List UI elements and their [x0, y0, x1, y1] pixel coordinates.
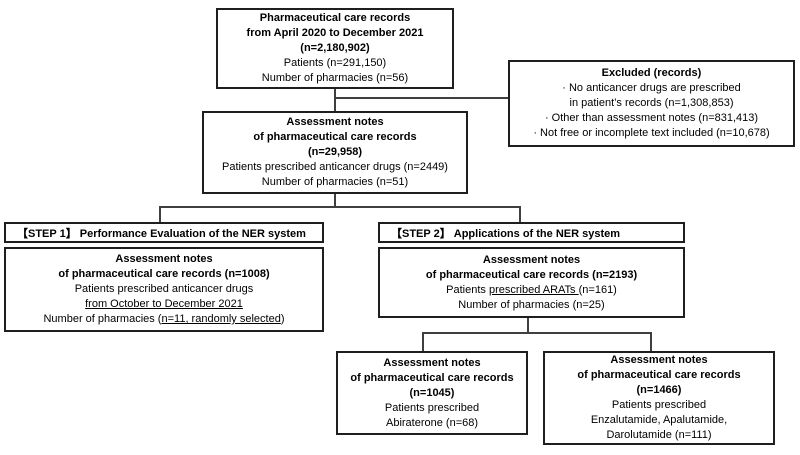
step2-count: of pharmaceutical care records (n=2193)	[425, 268, 638, 281]
step2-patients: Patients prescribed ARATs (n=161)	[382, 283, 681, 298]
excluded-item-no-anticancer: · No anticancer drugs are prescribed	[562, 82, 741, 94]
step1-box: Assessment notes of pharmaceutical care …	[4, 247, 324, 332]
excluded-box: Excluded (records) · No anticancer drugs…	[508, 60, 795, 147]
step1-header-box: 【STEP 1】 Performance Evaluation of the N…	[4, 222, 324, 243]
connector-split-bottom	[422, 332, 652, 334]
source-patients-count: Patients (n=291,150)	[283, 57, 387, 69]
assessment-count: (n=29,958)	[307, 146, 363, 158]
step1-pharmacies-underlined: n=11, randomly selected	[161, 313, 281, 325]
assessment-pharmacies-count: Number of pharmacies (n=51)	[261, 176, 409, 188]
arat-count: (n=1466)	[636, 384, 682, 396]
step1-period: from October to December 2021	[85, 298, 243, 310]
step1-header-label: 【STEP 1】 Performance Evaluation of the N…	[17, 227, 306, 240]
excluded-item-no-anticancer-cont: in patient’s records (n=1,308,853)	[569, 97, 734, 109]
connector-to-arat	[650, 332, 652, 352]
abiraterone-title: Assessment notes	[383, 356, 481, 369]
connector-to-excluded	[335, 97, 508, 99]
source-records-title: Pharmaceutical care records	[259, 12, 411, 24]
connector-step2-down	[527, 317, 529, 334]
step1-pharmacies-suffix: )	[280, 313, 285, 325]
assessment-patients-count: Patients prescribed anticancer drugs (n=…	[222, 161, 448, 173]
assessment-title: Assessment notes	[286, 116, 384, 128]
abiraterone-patients-line1: Patients prescribed	[384, 401, 480, 414]
excluded-item-other-notes: · Other than assessment notes (n=831,413…	[544, 112, 759, 124]
step2-box: Assessment notes of pharmaceutical care …	[378, 247, 685, 318]
arat-patients-line3: Darolutamide (n=111)	[606, 429, 712, 441]
step1-patients: Patients prescribed anticancer drugs	[74, 283, 254, 295]
connector-assessment-down	[334, 193, 336, 208]
arat-patients-line1: Patients prescribed	[611, 399, 707, 411]
source-records-count: (n=2,180,902)	[300, 42, 370, 54]
source-records-box: Pharmaceutical care records from April 2…	[216, 8, 454, 89]
arat-subtitle: of pharmaceutical care records	[577, 369, 741, 381]
assessment-notes-box: Assessment notes of pharmaceutical care …	[202, 111, 468, 194]
arat-drugs-box: Assessment notes of pharmaceutical care …	[543, 351, 775, 445]
step2-header-box: 【STEP 2】 Applications of the NER system	[378, 222, 685, 243]
step2-pharmacies: Number of pharmacies (n=25)	[458, 298, 605, 311]
abiraterone-box: Assessment notes of pharmaceutical care …	[336, 351, 528, 435]
arat-patients-line2: Enzalutamide, Apalutamide,	[590, 414, 728, 426]
step2-title: Assessment notes	[482, 253, 581, 266]
connector-to-step1	[159, 206, 161, 223]
connector-to-step2	[519, 206, 521, 223]
arat-title: Assessment notes	[610, 354, 708, 366]
source-pharmacies-count: Number of pharmacies (n=56)	[261, 72, 409, 84]
connector-split-step1-step2	[159, 206, 521, 208]
step2-patients-underlined: prescribed ARATs	[488, 283, 579, 296]
step1-pharmacies: Number of pharmacies (n=11, randomly sel…	[8, 312, 320, 327]
connector-source-to-assessment	[334, 88, 336, 113]
abiraterone-subtitle: of pharmaceutical care records	[350, 371, 514, 384]
step1-pharmacies-prefix: Number of pharmacies (	[43, 313, 162, 325]
abiraterone-count: (n=1045)	[409, 386, 455, 399]
excluded-title: Excluded (records)	[601, 67, 702, 79]
step2-header-label: 【STEP 2】 Applications of the NER system	[391, 227, 621, 240]
excluded-item-incomplete-text: · Not free or incomplete text included (…	[533, 127, 770, 139]
step1-title: Assessment notes	[115, 253, 213, 265]
abiraterone-patients-line2: Abiraterone (n=68)	[385, 416, 479, 429]
step2-patients-suffix: (n=161)	[578, 283, 617, 296]
connector-to-abiraterone	[422, 332, 424, 352]
step1-count: of pharmaceutical care records (n=1008)	[58, 268, 270, 280]
source-records-period: from April 2020 to December 2021	[246, 27, 424, 39]
assessment-subtitle: of pharmaceutical care records	[253, 131, 417, 143]
step2-patients-prefix: Patients	[446, 283, 489, 296]
